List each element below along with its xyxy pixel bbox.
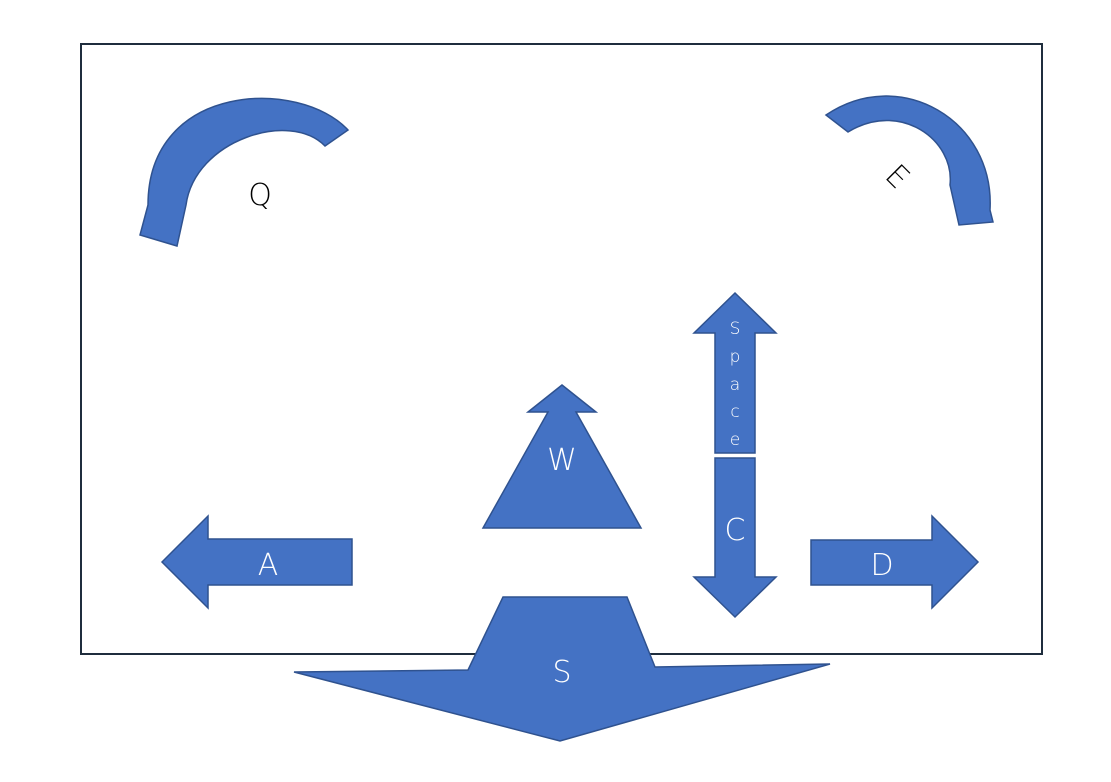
up-arrow-icon — [692, 291, 778, 454]
space-letter: e — [730, 430, 740, 450]
key-s-label: S — [552, 655, 571, 690]
space-letter: p — [730, 347, 741, 367]
key-a-label: A — [258, 548, 279, 583]
right-arrow-icon — [810, 514, 980, 610]
space-letter: S — [730, 319, 741, 339]
key-c-label: C — [725, 513, 746, 548]
rotate-left-arrow-icon — [139, 97, 350, 247]
key-q-label: Q — [248, 178, 272, 213]
key-w-label: W — [547, 443, 577, 478]
space-letter: c — [730, 402, 739, 422]
left-arrow-icon — [160, 514, 353, 610]
key-e-label: E — [878, 158, 916, 196]
forward-arrow-icon — [481, 384, 643, 529]
backward-arrow-icon — [293, 596, 831, 742]
rotate-right-arrow-icon — [824, 95, 994, 226]
space-letter: a — [730, 375, 740, 395]
down-arrow-icon — [692, 457, 778, 619]
key-d-label: D — [870, 548, 893, 583]
